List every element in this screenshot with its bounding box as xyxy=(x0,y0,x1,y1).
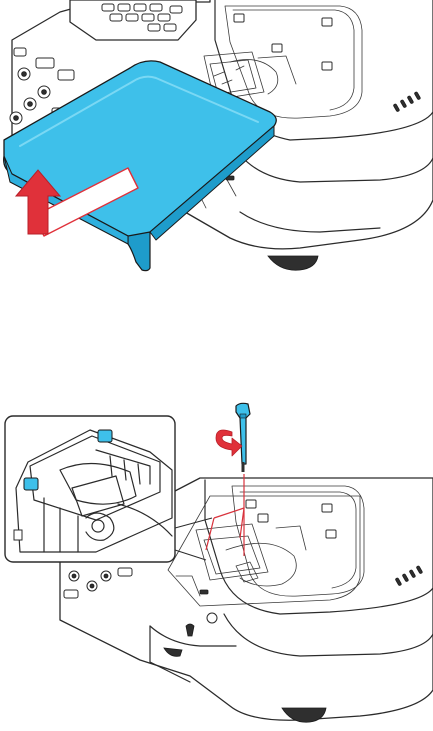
step-loosen-lamp-screws-figure xyxy=(0,400,433,731)
step-remove-lamp-cover-figure xyxy=(0,0,433,300)
rotate-counterclockwise-arrow xyxy=(216,430,242,456)
control-panel xyxy=(70,0,196,40)
screwdriver-icon xyxy=(236,403,250,472)
